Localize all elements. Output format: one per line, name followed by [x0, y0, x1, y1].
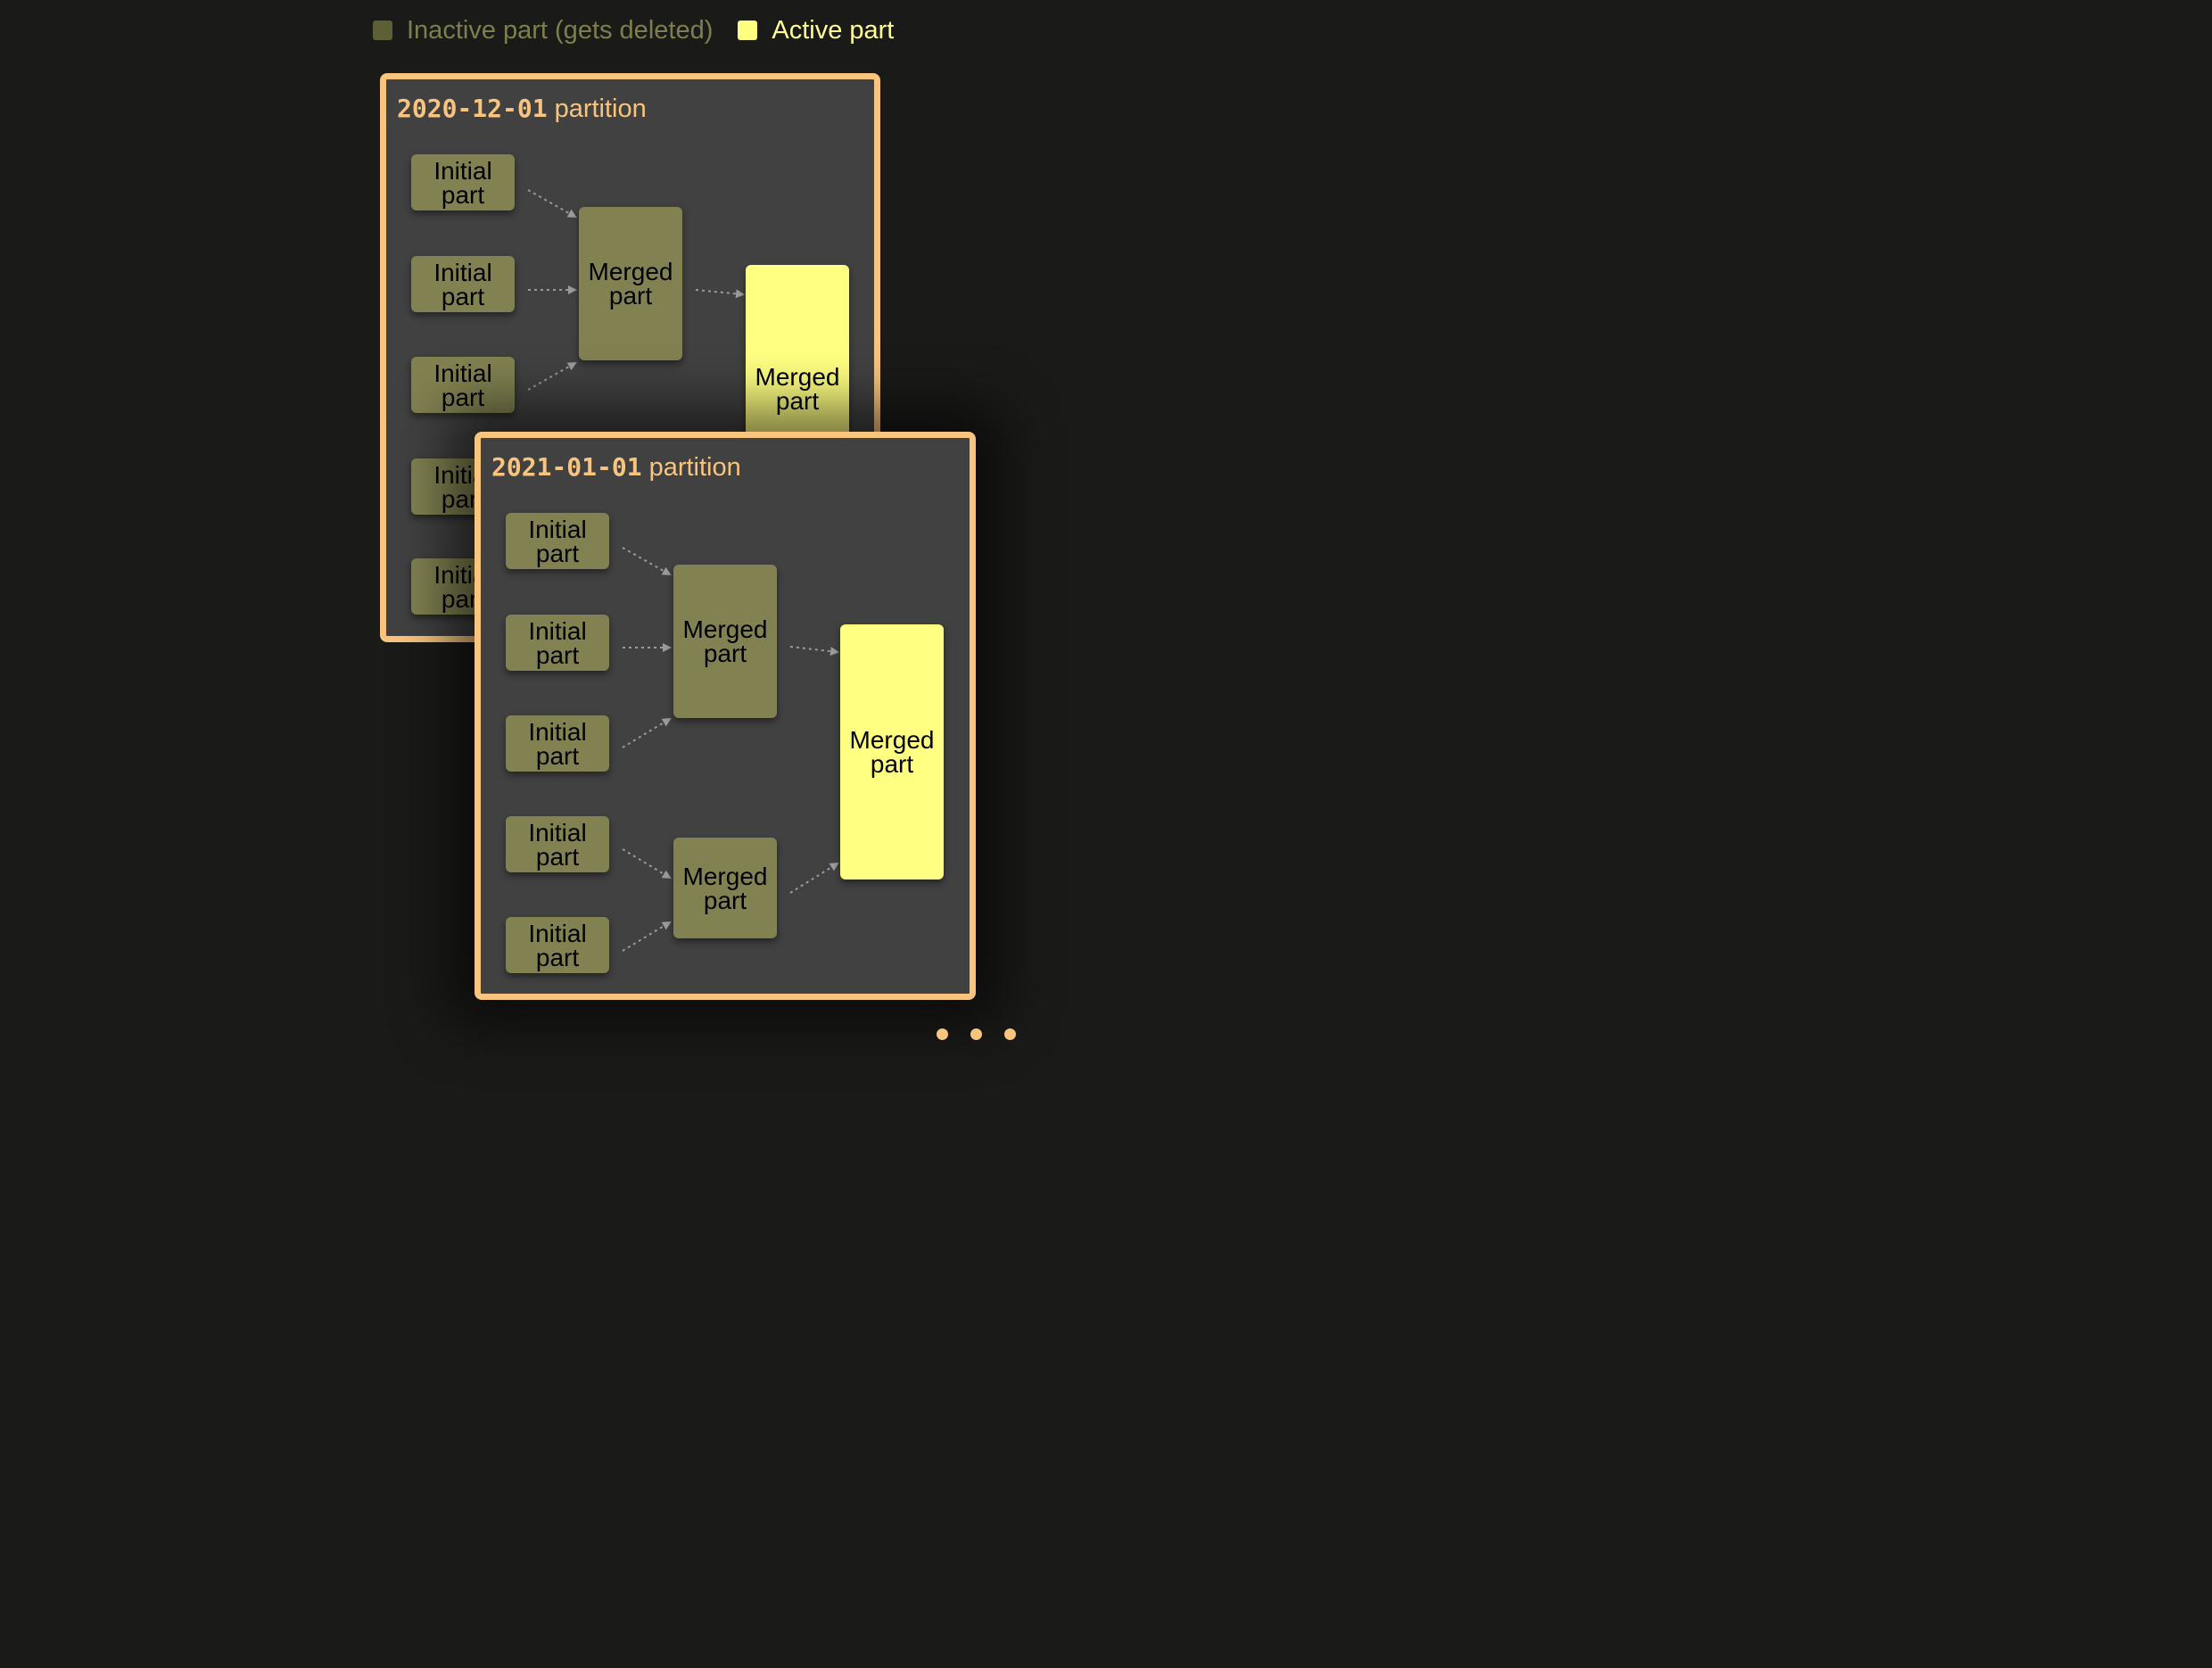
- merge-arrow: [527, 189, 577, 218]
- partition-suffix: partition: [648, 453, 741, 482]
- partition-date: 2020-12-01: [397, 94, 548, 123]
- legend: Inactive part (gets deleted) Active part: [373, 12, 919, 48]
- diagram: Inactive part (gets deleted) Active part…: [0, 0, 1399, 1054]
- legend-item-inactive: Inactive part (gets deleted): [373, 16, 738, 45]
- merge-arrow: [622, 848, 672, 879]
- merge-arrow: [695, 289, 745, 299]
- ellipsis-dot: [937, 1028, 948, 1040]
- merge-arrow: [527, 362, 577, 391]
- merge-arrow: [789, 646, 839, 656]
- merge-arrow: [789, 862, 839, 894]
- legend-item-active: Active part: [738, 16, 919, 45]
- merge-arrow: [622, 547, 672, 575]
- partition-date: 2021-01-01: [491, 452, 642, 482]
- legend-label-active: Active part: [772, 15, 895, 45]
- merge-arrow: [622, 717, 672, 748]
- ellipsis-dot: [1004, 1028, 1016, 1040]
- merge-arrows: [527, 189, 745, 391]
- merge-arrow: [622, 921, 672, 952]
- partition-suffix: partition: [554, 95, 647, 123]
- legend-swatch-inactive: [373, 21, 392, 40]
- more-partitions-indicator: [937, 1028, 1038, 1040]
- ellipsis-dot: [970, 1028, 982, 1040]
- legend-swatch-active: [738, 21, 758, 40]
- legend-label-inactive: Inactive part (gets deleted): [407, 15, 714, 45]
- merge-arrows: [622, 547, 839, 952]
